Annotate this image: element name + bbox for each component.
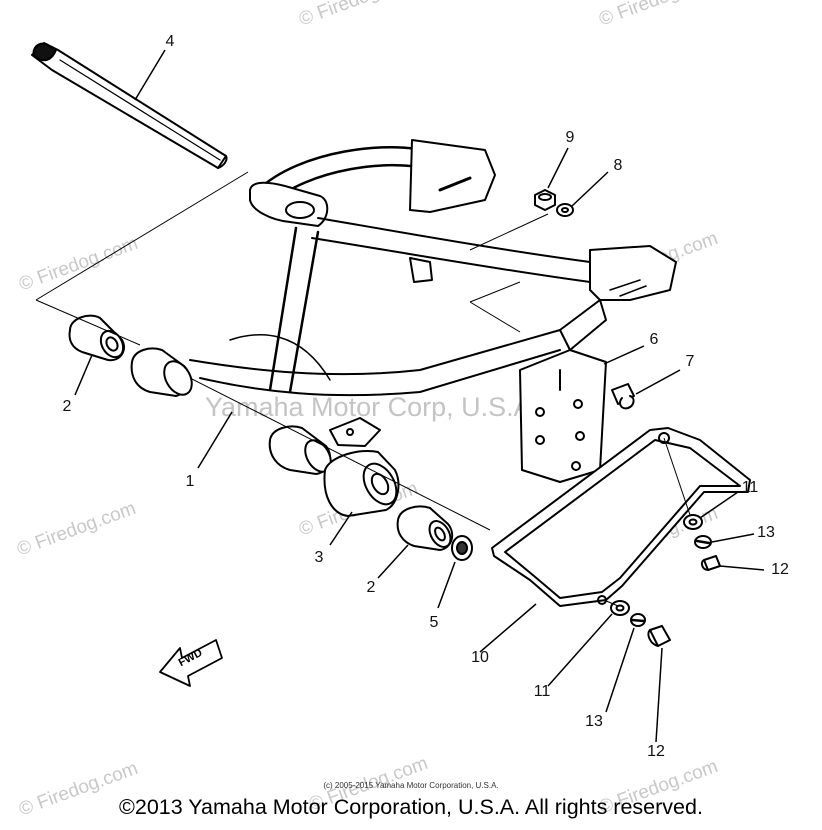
leader-4 — [134, 49, 166, 101]
screw-12-upper — [700, 555, 721, 571]
callout-4: 4 — [165, 33, 175, 50]
pivot-shaft — [31, 42, 228, 169]
callout-1: 1 — [185, 473, 195, 490]
alignment-line-lower — [189, 377, 491, 531]
main-copyright: ©2013 Yamaha Motor Corporation, U.S.A. A… — [119, 795, 703, 819]
callout-11-upper: 11 — [741, 479, 759, 496]
bolt-7 — [611, 383, 635, 410]
leader-3 — [329, 511, 353, 546]
leader-11-upper — [699, 491, 739, 519]
nut-9 — [534, 189, 556, 211]
chain-guard — [491, 427, 751, 607]
leader-1 — [197, 411, 233, 469]
alignment-line-shaft — [35, 171, 249, 301]
callout-9: 9 — [565, 129, 575, 146]
callout-3: 3 — [314, 549, 324, 566]
bushing-left — [68, 314, 126, 362]
alignment-line-nut — [469, 213, 549, 251]
collar-5 — [451, 535, 473, 561]
leader-9 — [547, 147, 569, 189]
leader-13-lower — [605, 627, 635, 713]
callout-2-right: 2 — [366, 579, 376, 596]
callout-8: 8 — [613, 157, 623, 174]
spacer-right — [323, 450, 400, 517]
callout-6: 6 — [649, 331, 659, 348]
alignment-line-bushing — [35, 299, 141, 346]
leader-5 — [437, 561, 456, 609]
bracket-plate — [519, 349, 607, 483]
washer-11-lower — [610, 600, 630, 616]
leader-7 — [635, 369, 681, 395]
callout-10: 10 — [471, 649, 489, 666]
washer-11-upper — [683, 514, 703, 530]
spacer-left — [130, 347, 193, 397]
forward-direction-arrow-icon — [159, 639, 223, 687]
leader-6 — [603, 345, 645, 365]
callout-11-lower: 11 — [533, 683, 551, 700]
bushing-right — [396, 505, 454, 551]
screw-12-lower — [647, 625, 671, 647]
alignment-line-hardware-upper — [663, 437, 691, 516]
callout-13-upper: 13 — [757, 524, 775, 541]
callout-13-lower: 13 — [585, 713, 603, 730]
callout-7: 7 — [685, 353, 695, 370]
alignment-line-hardware-lower — [603, 599, 619, 607]
leader-11-lower — [547, 613, 613, 687]
watermark-center: Yamaha Motor Corp, U.S.A. — [205, 392, 540, 422]
leader-10 — [479, 603, 537, 653]
swingarm-frame — [189, 139, 677, 447]
lock-washer-13-lower — [630, 613, 646, 627]
lock-washer-13-upper — [694, 535, 712, 549]
washer-8 — [556, 203, 574, 217]
callout-12-upper: 12 — [771, 561, 789, 578]
alignment-line-bracket — [469, 281, 521, 333]
leader-13-upper — [711, 533, 755, 543]
leader-12-lower — [655, 647, 663, 743]
leader-2-right — [377, 544, 409, 579]
small-copyright: (c) 2005-2015 Yamaha Motor Corporation, … — [323, 781, 499, 790]
bushing-right-large — [268, 425, 332, 475]
leader-2-left — [74, 354, 93, 396]
callout-12-lower: 12 — [647, 743, 665, 760]
leader-8 — [571, 171, 609, 207]
leader-12-upper — [719, 565, 765, 571]
callout-5: 5 — [429, 614, 439, 631]
callout-2-left: 2 — [62, 398, 72, 415]
